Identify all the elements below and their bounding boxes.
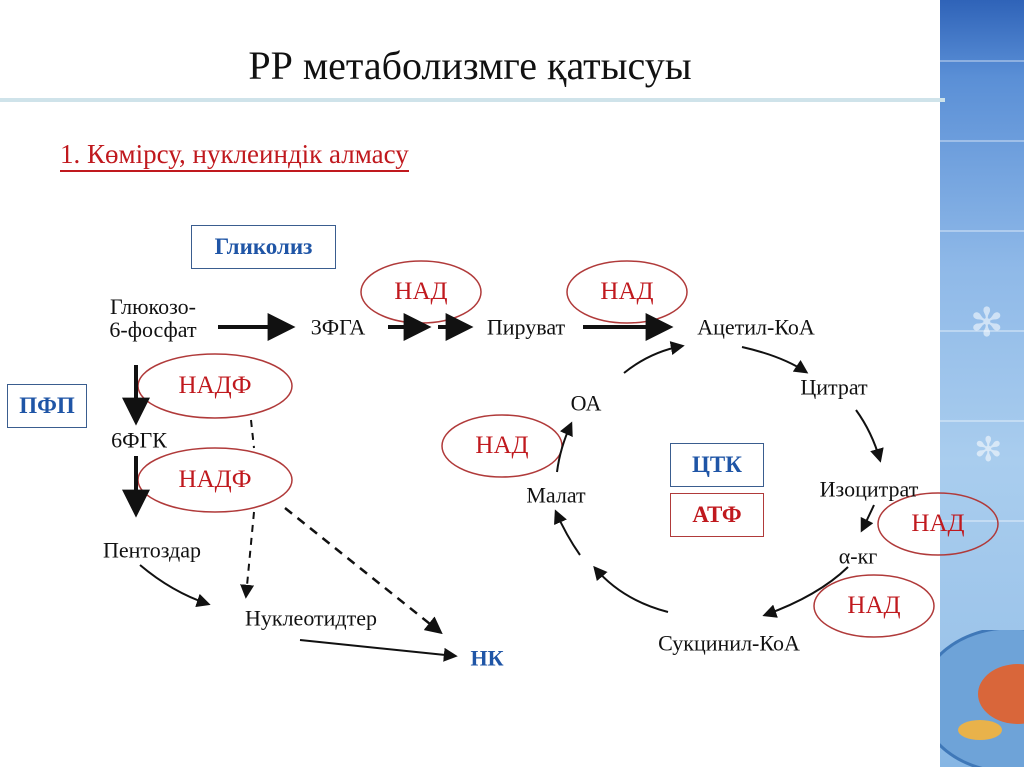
tca-box: ЦТК xyxy=(670,443,764,487)
arrow-malate-to-cycle xyxy=(554,509,581,556)
node-3pga: 3ФГА xyxy=(310,314,366,340)
node-glucose-6-phosphate: Глюкозо- 6-фосфат xyxy=(109,295,196,341)
arrow-isocitrate-to-akg xyxy=(860,504,875,533)
arrow-pentoses-to-nucleotides xyxy=(139,564,211,608)
nad-ellipse xyxy=(566,260,688,324)
cofactor-nad-label: НАД xyxy=(911,509,965,537)
node-g6p-line1: Глюкозо- xyxy=(110,293,196,319)
cofactor-nad-label: НАД xyxy=(475,431,529,459)
dashed-to-nucleotides xyxy=(240,511,255,599)
dashed-nadp-link xyxy=(250,419,255,449)
node-nucleotides: Нуклеотидтер xyxy=(245,605,377,631)
slide-title: РР метаболизмге қатысуы xyxy=(248,43,692,88)
node-malate: Малат xyxy=(526,482,586,508)
cofactor-nad-label: НАД xyxy=(600,277,654,305)
arrow-acetyl-to-citrate xyxy=(741,346,809,374)
flower-icon: ✻ xyxy=(970,300,1004,346)
node-nk: НК xyxy=(470,645,504,671)
arrow-citrate-to-isocitrate xyxy=(855,409,884,463)
node-isocitrate: Изоцитрат xyxy=(819,476,919,502)
arrow-malate-to-oa xyxy=(556,421,573,473)
node-citrate: Цитрат xyxy=(800,374,868,400)
arrow-akg-to-succinyl xyxy=(762,566,849,618)
title-divider xyxy=(0,98,945,102)
cell-illustration xyxy=(940,630,1024,767)
slide-subtitle: 1. Көмірсу, нуклеиндік алмасу xyxy=(60,138,409,172)
arrow-oa-to-acetyl xyxy=(623,341,685,374)
node-succinyl-coa: Сукцинил-КоА xyxy=(658,630,800,656)
flower-icon: ✻ xyxy=(974,430,1003,470)
arrow-nucleotides-to-nk xyxy=(299,639,458,662)
node-pyruvate: Пируват xyxy=(486,314,566,340)
nad-ellipse xyxy=(877,492,999,556)
node-oxaloacetate: ОА xyxy=(570,390,602,416)
cofactor-nadp-label: НАДФ xyxy=(178,465,252,493)
cofactor-nadp-label: НАДФ xyxy=(178,371,252,399)
node-pentoses: Пентоздар xyxy=(102,537,202,563)
ppp-box: ПФП xyxy=(7,384,87,428)
cofactor-nad-label: НАД xyxy=(394,277,448,305)
dashed-to-nk xyxy=(284,507,443,635)
arrow-succinyl-to-malate xyxy=(593,565,669,613)
atp-box: АТФ xyxy=(670,493,764,537)
nad-ellipse xyxy=(813,574,935,638)
node-6pg: 6ФГК xyxy=(111,427,167,453)
node-g6p-line2: 6-фосфат xyxy=(109,317,197,342)
node-acetyl-coa: Ацетил-КоА xyxy=(697,314,815,340)
node-alpha-kg: α-кг xyxy=(838,543,878,569)
decorative-side-panel: ✻ ✻ xyxy=(940,0,1024,767)
glycolysis-box: Гликолиз xyxy=(191,225,336,269)
cofactor-nad-label: НАД xyxy=(847,591,901,619)
